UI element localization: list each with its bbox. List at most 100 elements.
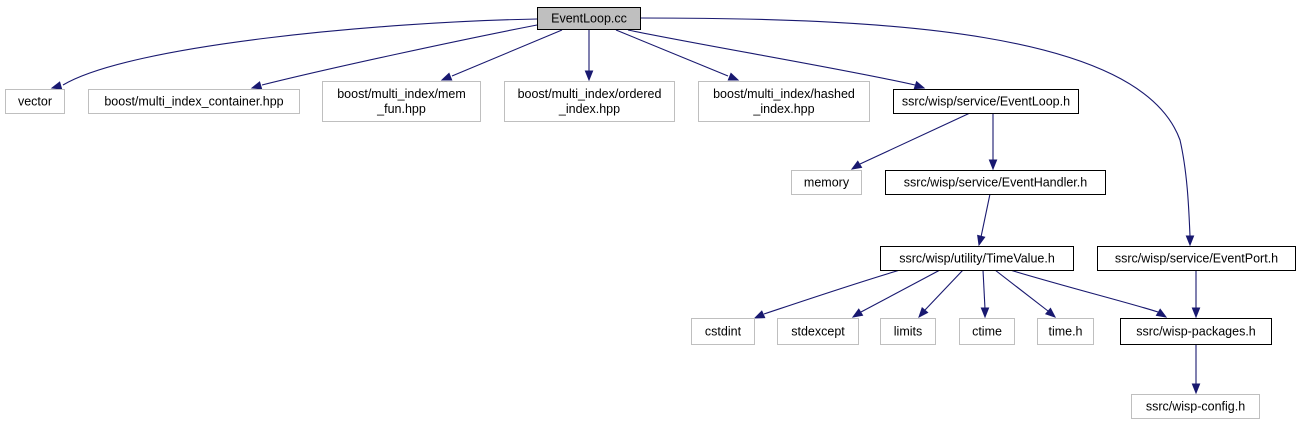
node-label-line: boost/multi_index/ordered: [518, 87, 662, 101]
edge-arrowhead: [250, 81, 263, 90]
node-label: ssrc/wisp-packages.h: [1136, 325, 1256, 339]
node-label: ssrc/wisp/service/EventHandler.h: [904, 176, 1087, 190]
edge-arrowhead: [584, 70, 594, 82]
edge-eventport_h-to-wisp_packages_h: [1191, 270, 1201, 319]
edge-timevalue_h-to-cstdint: [753, 269, 901, 319]
node-label-line: limits: [894, 325, 922, 339]
node-label: boost/multi_index/mem_fun.hpp: [337, 87, 466, 116]
node-label: stdexcept: [791, 325, 845, 339]
node-label-line: boost/multi_index/mem: [337, 87, 466, 101]
edge-line: [639, 17, 1191, 237]
node-box: [322, 81, 481, 122]
edge-eventloop_cc-to-eventport_h: [639, 17, 1195, 247]
edge-line: [982, 269, 986, 310]
node-box: [698, 81, 870, 122]
node-box: [893, 89, 1079, 114]
edge-arrowhead: [1191, 383, 1201, 395]
node-label-line: memory: [804, 176, 850, 190]
node-label-line: boost/multi_index_container.hpp: [104, 95, 283, 109]
node-mi-container: boost/multi_index_container.hpp: [88, 89, 300, 114]
node-cstdint: cstdint: [691, 318, 755, 345]
edge-arrowhead: [1191, 307, 1201, 319]
nodes-layer: EventLoop.cc vector boost/multi_index_cont…: [5, 7, 1296, 419]
node-label-line: _fun.hpp: [376, 102, 426, 116]
node-label-line: ssrc/wisp-config.h: [1146, 400, 1245, 414]
edge-arrowhead: [727, 72, 740, 81]
node-label-line: _index.hpp: [752, 102, 814, 116]
node-timevalue-h[interactable]: ssrc/wisp/utility/TimeValue.h: [880, 246, 1074, 271]
node-box: [959, 318, 1015, 345]
node-box: [88, 89, 300, 114]
edge-arrowhead: [1044, 307, 1057, 318]
node-mi-mem-fun: boost/multi_index/mem_fun.hpp: [322, 81, 481, 122]
node-label-line: ssrc/wisp/service/EventPort.h: [1115, 252, 1278, 266]
node-eventport-h[interactable]: ssrc/wisp/service/EventPort.h: [1097, 246, 1296, 271]
edge-timevalue_h-to-stdexcept: [851, 269, 941, 318]
edge-line: [261, 24, 538, 86]
edge-eventloop_cc-to-mi_container: [250, 24, 538, 90]
node-eventhandler-h[interactable]: ssrc/wisp/service/EventHandler.h: [885, 170, 1106, 195]
node-label-line: _index.hpp: [558, 102, 620, 116]
edge-arrowhead: [913, 80, 926, 90]
edge-line: [859, 112, 971, 165]
node-label-line: time.h: [1048, 325, 1082, 339]
edge-eventloop_cc-to-mi_ordered: [584, 30, 594, 82]
edge-line: [924, 269, 964, 311]
node-label: cstdint: [705, 325, 742, 339]
edge-line: [994, 269, 1049, 312]
edge-line: [615, 29, 729, 77]
node-mi-ordered: boost/multi_index/ordered_index.hpp: [504, 81, 675, 122]
edge-line: [860, 269, 941, 313]
node-vector: vector: [5, 89, 65, 114]
edge-line: [62, 18, 538, 86]
node-label: ssrc/wisp/service/EventPort.h: [1115, 252, 1278, 266]
node-label-line: ssrc/wisp/service/EventLoop.h: [902, 95, 1070, 109]
node-box: [885, 170, 1106, 195]
edge-arrowhead: [440, 72, 453, 81]
edge-eventloop_h-to-eventhandler_h: [988, 113, 998, 171]
node-stdexcept: stdexcept: [777, 318, 859, 345]
edge-timevalue_h-to-time_h: [994, 269, 1057, 318]
node-eventloop-cc[interactable]: EventLoop.cc: [537, 7, 641, 30]
node-box: [1037, 318, 1094, 345]
node-label: vector: [18, 95, 52, 109]
node-wisp-packages-h[interactable]: ssrc/wisp-packages.h: [1120, 318, 1272, 345]
edge-timevalue_h-to-wisp_packages_h: [1009, 269, 1168, 318]
node-label: memory: [804, 176, 850, 190]
edge-eventhandler_h-to-timevalue_h: [977, 193, 991, 247]
edges-layer: [50, 17, 1201, 395]
node-box: [1131, 394, 1260, 419]
node-box: [880, 246, 1074, 271]
node-wisp-config-h: ssrc/wisp-config.h: [1131, 394, 1260, 419]
node-box: [1097, 246, 1296, 271]
node-label-line: vector: [18, 95, 52, 109]
node-label-line: boost/multi_index/hashed: [713, 87, 855, 101]
node-label: boost/multi_index_container.hpp: [104, 95, 283, 109]
node-label-line: ctime: [972, 325, 1002, 339]
edge-eventloop_cc-to-eventloop_h: [627, 29, 926, 90]
edge-arrowhead: [851, 308, 864, 318]
node-limits: limits: [880, 318, 936, 345]
node-mi-hashed: boost/multi_index/hashed_index.hpp: [698, 81, 870, 122]
node-eventloop-h[interactable]: ssrc/wisp/service/EventLoop.h: [893, 89, 1079, 114]
edge-line: [763, 269, 901, 315]
node-label-line: ssrc/wisp-packages.h: [1136, 325, 1256, 339]
node-label: time.h: [1048, 325, 1082, 339]
node-memory: memory: [791, 170, 862, 195]
node-label-line: ssrc/wisp/utility/TimeValue.h: [899, 252, 1055, 266]
edge-eventloop_cc-to-mi_mem_fun: [440, 29, 563, 81]
edge-line: [1009, 269, 1159, 313]
node-box: [504, 81, 675, 122]
node-label-line: stdexcept: [791, 325, 845, 339]
node-box: [777, 318, 859, 345]
node-box: [1120, 318, 1272, 345]
node-label: ssrc/wisp-config.h: [1146, 400, 1245, 414]
node-label-line: cstdint: [705, 325, 742, 339]
edge-arrowhead: [850, 160, 863, 170]
node-box: [537, 7, 641, 30]
edge-timevalue_h-to-limits: [918, 269, 964, 319]
node-box: [880, 318, 936, 345]
edge-eventloop_cc-to-mi_hashed: [615, 29, 740, 81]
edge-arrowhead: [1185, 235, 1195, 247]
